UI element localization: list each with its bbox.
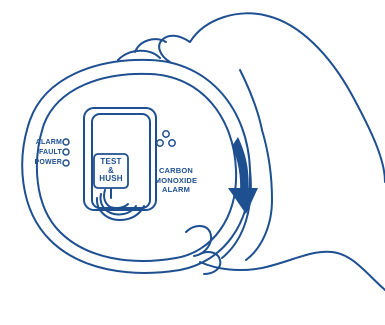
hand-lower-fingers xyxy=(200,252,385,290)
power-led xyxy=(63,160,69,166)
power-label: POWER xyxy=(28,158,62,167)
alarm-led xyxy=(63,139,69,145)
fault-label: FAULT xyxy=(28,148,62,157)
sound-waves-icon xyxy=(97,189,144,220)
product-label: CARBON MONOXIDE ALARM xyxy=(141,166,211,195)
product-label-line-2: MONOXIDE xyxy=(141,176,211,186)
hand-outline xyxy=(190,13,385,182)
hand-thumb-crease xyxy=(240,70,262,130)
sounder-holes-icon xyxy=(157,131,175,146)
product-label-line-1: CARBON xyxy=(141,166,211,176)
fault-led xyxy=(63,149,69,155)
hand-finger-2 xyxy=(118,51,160,60)
product-label-line-3: ALARM xyxy=(141,185,211,195)
alarm-label: ALARM xyxy=(28,138,62,147)
test-hush-line-3: HUSH xyxy=(98,175,124,184)
hand-finger-top xyxy=(159,36,190,62)
test-hush-button[interactable]: TEST & HUSH xyxy=(98,158,124,184)
